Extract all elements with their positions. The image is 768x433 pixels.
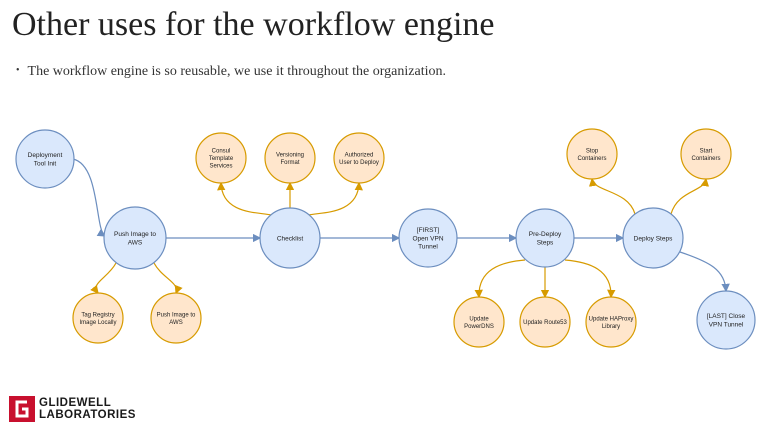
bullet-dot-icon: • bbox=[16, 65, 20, 76]
node-label-line: [FIRST] bbox=[417, 227, 440, 234]
slide-bullet: • The workflow engine is so reusable, we … bbox=[16, 64, 446, 80]
node-label-line: Start bbox=[700, 148, 713, 154]
node-circle bbox=[680, 128, 732, 180]
node-circle bbox=[72, 292, 124, 344]
node-push-aws-2: Push Image to AWS bbox=[150, 292, 202, 344]
node-label-line: Services bbox=[209, 164, 232, 170]
node-circle bbox=[519, 296, 571, 348]
node-label-line: Push Image to bbox=[157, 312, 196, 318]
company-logo: GLIDEWELL LABORATORIES bbox=[9, 396, 136, 422]
node-label-line: Image Locally bbox=[79, 320, 116, 326]
edge-checklist-to-authorized bbox=[308, 181, 363, 216]
node-label-line: AWS bbox=[128, 239, 143, 246]
edge-deploy_steps-to-start_containers bbox=[670, 177, 710, 215]
node-label-line: Containers bbox=[577, 156, 606, 162]
node-circle bbox=[566, 128, 618, 180]
node-circle bbox=[622, 207, 684, 269]
node-circle bbox=[453, 296, 505, 348]
node-checklist: Checklist bbox=[259, 207, 321, 269]
node-circle bbox=[103, 206, 167, 270]
node-label-line: Push Image to bbox=[114, 231, 156, 238]
node-label-line: Steps bbox=[537, 239, 554, 246]
node-label-line: Library bbox=[602, 324, 620, 330]
node-label-line: Update HAProxy bbox=[589, 316, 634, 322]
node-circle bbox=[15, 129, 75, 189]
logo-line1: GLIDEWELL bbox=[39, 397, 112, 409]
node-circle bbox=[264, 132, 316, 184]
node-label-line: Open VPN bbox=[412, 235, 443, 242]
node-label-line: Template bbox=[209, 156, 234, 162]
node-label-line: Tunnel bbox=[418, 243, 438, 250]
edge-deploy_init-to-push_aws bbox=[72, 158, 107, 237]
node-circle bbox=[585, 296, 637, 348]
node-label-line: User to Deploy bbox=[339, 160, 379, 166]
node-label-line: AWS bbox=[169, 320, 182, 326]
node-label-line: Containers bbox=[691, 156, 720, 162]
edge-push_aws-to-tag_registry bbox=[90, 262, 117, 294]
node-label-line: VPN Tunnel bbox=[709, 321, 744, 328]
edge-pre_deploy-to-update_powerdns bbox=[474, 259, 526, 299]
node-circle bbox=[195, 132, 247, 184]
node-label-line: Pre-Deploy bbox=[529, 231, 562, 238]
node-label-line: Tool Init bbox=[34, 160, 57, 167]
node-label-line: Format bbox=[280, 160, 299, 166]
node-label-line: Deployment bbox=[28, 152, 63, 159]
node-label-line: Versioning bbox=[276, 152, 304, 158]
node-label-line: Checklist bbox=[277, 235, 304, 242]
glidewell-logo-icon bbox=[9, 396, 35, 422]
edge-deploy_steps-to-last_vpn bbox=[679, 251, 730, 293]
node-circle bbox=[398, 208, 458, 268]
node-label-line: [LAST] Close bbox=[707, 313, 746, 320]
node-circle bbox=[515, 208, 575, 268]
node-deploy-steps: Deploy Steps bbox=[622, 207, 684, 269]
edges-layer bbox=[72, 158, 730, 299]
node-label-line: Tag Registry bbox=[81, 312, 114, 318]
logo-line2: LABORATORIES bbox=[39, 409, 136, 421]
slide-title: Other uses for the workflow engine bbox=[12, 6, 495, 43]
node-label-line: Consul bbox=[212, 149, 231, 155]
edge-checklist-to-consul bbox=[217, 181, 272, 216]
node-circle bbox=[150, 292, 202, 344]
node-label-line: Update Route53 bbox=[523, 320, 567, 326]
node-label-line: PowerDNS bbox=[464, 324, 494, 330]
edge-push_aws-to-push_aws_2 bbox=[153, 262, 183, 295]
node-update-route53: Update Route53 bbox=[519, 296, 571, 348]
node-circle bbox=[259, 207, 321, 269]
edge-deploy_steps-to-stop_containers bbox=[588, 177, 636, 215]
bullet-text: The workflow engine is so reusable, we u… bbox=[27, 64, 446, 79]
edge-pre_deploy-to-update_haproxy bbox=[564, 259, 616, 299]
node-label-line: Authorized bbox=[345, 152, 374, 158]
logo-text: GLIDEWELL LABORATORIES bbox=[39, 397, 136, 421]
node-circle bbox=[696, 290, 756, 350]
node-label-line: Deploy Steps bbox=[634, 235, 673, 242]
node-label-line: Stop bbox=[586, 148, 599, 154]
node-label-line: Update bbox=[469, 316, 489, 322]
node-circle bbox=[333, 132, 385, 184]
